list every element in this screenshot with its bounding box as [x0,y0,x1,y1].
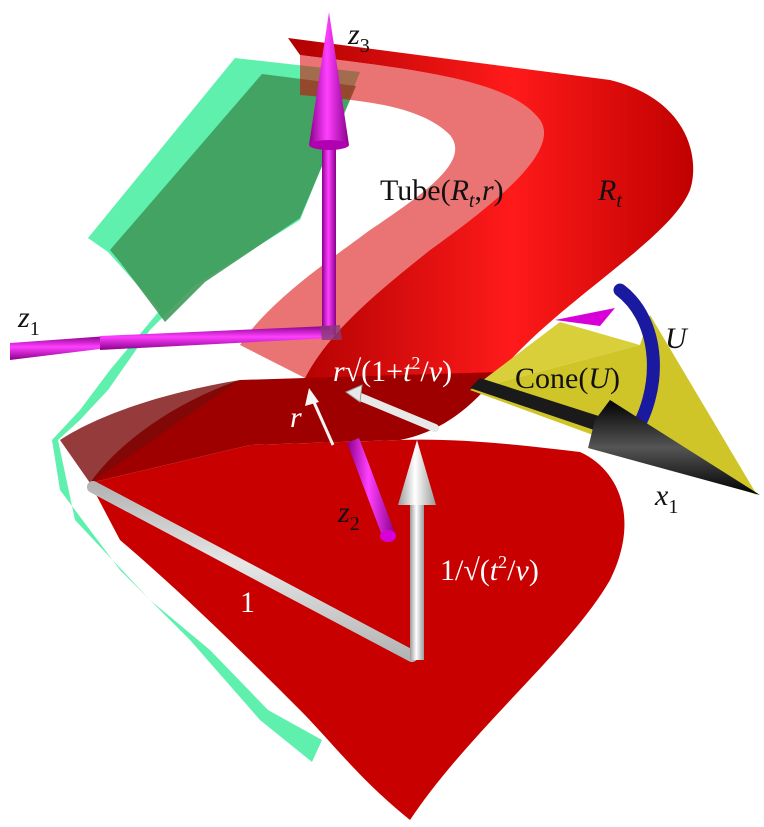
u-arc-marker [555,308,615,326]
horizontal-rsqrt-arrow-head [344,384,363,403]
vertical-inverse-arrow-head [398,440,436,505]
z2-axis-cap [380,530,396,542]
red-upper-ribbon [288,38,694,380]
x1-axis-shaft [470,378,605,432]
z1-axis [10,325,342,360]
label-one: 1 [240,586,255,619]
x1-axis-arrowhead [588,400,760,495]
tube-surface [52,58,360,762]
z2-axis-shaft [347,438,395,538]
z2-axis [347,438,396,542]
z1-axis-cap [10,336,108,360]
labels: z3 z1 z2 x1 Tube(Rt,r) Rt U Cone(U) r√(1… [17,18,689,619]
red-left-fold [60,380,240,483]
red-upper-shade [240,55,544,378]
label-u: U [665,322,689,355]
z3-axis-shaft [322,140,336,335]
horizontal-rsqrt-arrow-shaft [354,392,439,432]
z3-axis-arrowhead [309,12,349,145]
white-arrows [87,384,439,662]
label-z2: z2 [337,496,360,535]
x1-axis [470,378,760,495]
label-z3: z3 [347,18,370,57]
label-rt: Rt [597,174,622,212]
label-cone: Cone(U) [515,362,620,395]
z3-axis [309,12,349,335]
label-inverse: 1/√(t2/v) [440,552,539,587]
label-z1: z1 [17,301,40,340]
r-arrow-shaft [311,399,335,446]
r-arrow-head [305,388,319,406]
label-r: r [290,401,302,434]
label-rsqrt: r√(1+t2/v) [333,353,452,388]
red-middle-band [90,372,500,483]
z1-axis-shaft [100,326,332,350]
cone-upper-face [470,322,640,390]
vertical-inverse-arrow-shaft [410,500,424,660]
tube-inner-face [110,74,356,322]
label-x1: x1 [654,479,678,518]
label-tube: Tube(Rt,r) [380,174,504,212]
